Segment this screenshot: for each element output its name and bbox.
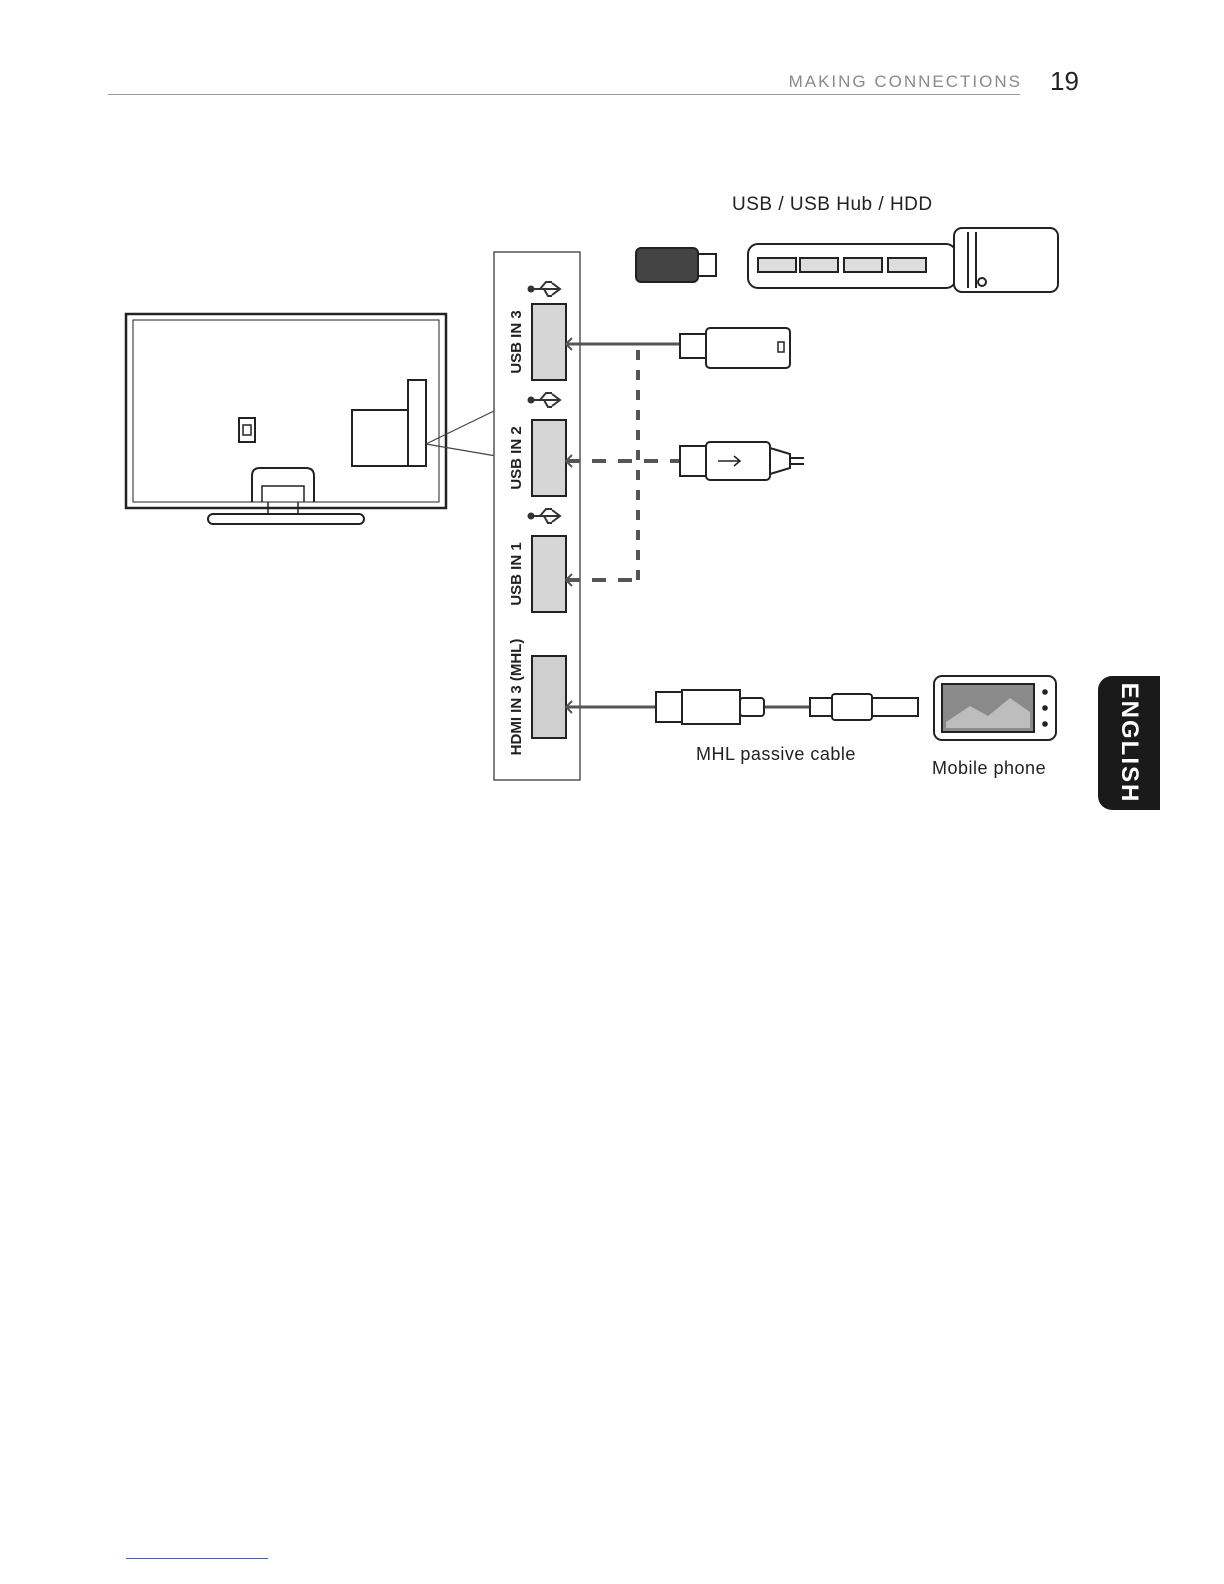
tv-back-illustration — [126, 314, 446, 524]
language-side-tab: ENGLISH — [1098, 676, 1160, 810]
mobile-phone-icon — [934, 676, 1056, 740]
connection-lines — [566, 338, 810, 713]
mhl-cable-label: MHL passive cable — [696, 744, 856, 765]
usb-devices-label: USB / USB Hub / HDD — [732, 194, 933, 216]
usb-in-1-port — [532, 536, 566, 612]
usb-in-2-port — [532, 420, 566, 496]
mobile-phone-label: Mobile phone — [932, 758, 1046, 779]
usb-stick-icon — [636, 248, 716, 282]
port-label-hdmi-in-3: HDMI IN 3 (MHL) — [508, 639, 525, 756]
usb-flash-drive-icon — [680, 328, 790, 368]
external-hdd-icon — [954, 228, 1058, 292]
port-label-usb-in-2: USB IN 2 — [508, 426, 525, 489]
port-panel: USB IN 3 USB IN 2 USB IN 1 HDMI IN 3 (MH… — [494, 252, 580, 780]
language-label: ENGLISH — [1115, 683, 1143, 804]
hdmi-in-3-port — [532, 656, 566, 738]
usb-cable-connector-icon — [680, 442, 804, 480]
port-label-usb-in-1: USB IN 1 — [508, 542, 525, 605]
usb-in-3-port — [532, 304, 566, 380]
footer-rule — [126, 1558, 268, 1559]
port-label-usb-in-3: USB IN 3 — [508, 310, 525, 373]
usb-hub-icon — [748, 244, 956, 288]
zoom-callout — [426, 410, 496, 456]
